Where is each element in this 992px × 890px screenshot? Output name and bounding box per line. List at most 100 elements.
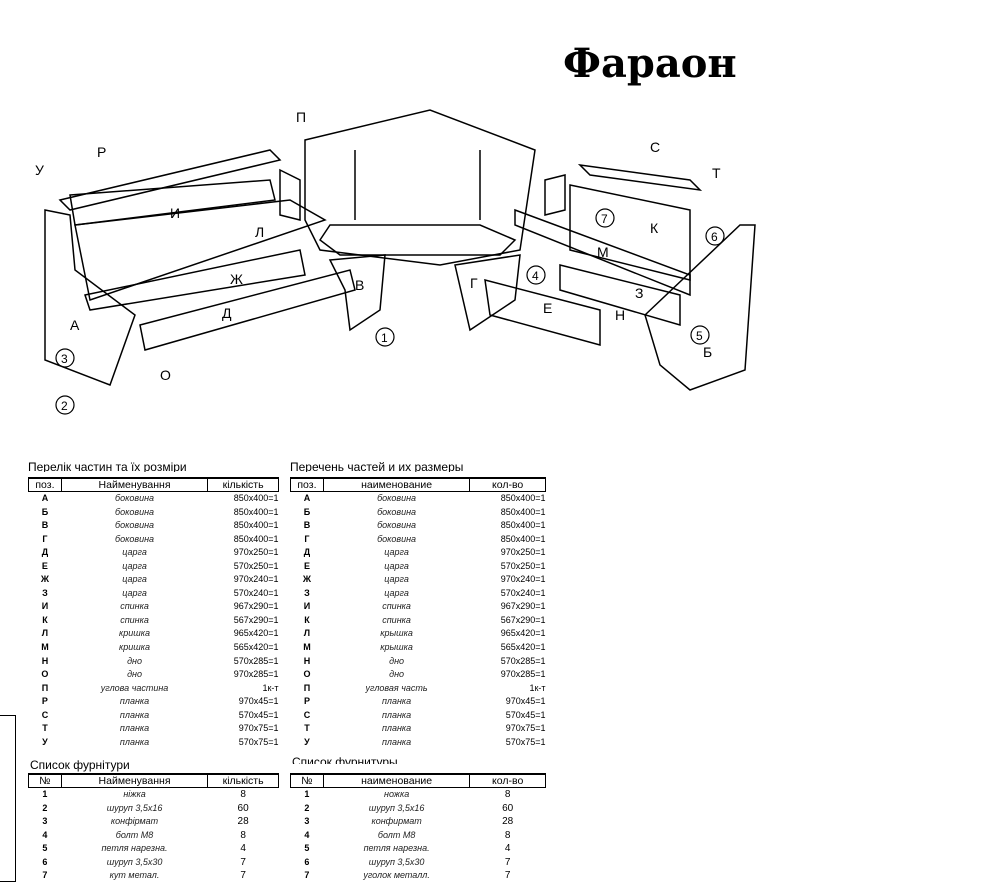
- strip-part-r: [58, 149, 282, 211]
- cell: угловая часть: [365, 682, 428, 693]
- cell: петля нарезна.: [363, 843, 430, 854]
- cell: боковина: [115, 520, 155, 531]
- cell: Н: [303, 655, 311, 666]
- cell: 970x240=1: [500, 574, 546, 585]
- cell: 570x285=1: [500, 655, 546, 666]
- cell: 3: [304, 816, 310, 827]
- label-b: Б: [703, 344, 712, 360]
- cell: 970x250=1: [233, 547, 279, 558]
- label-zh: Ж: [230, 271, 243, 287]
- cell: ножка: [384, 789, 410, 799]
- cell: кришка: [119, 642, 151, 653]
- cell: З: [304, 587, 310, 598]
- cell: дно: [127, 655, 143, 666]
- cell: 1: [42, 789, 48, 799]
- cell: Д: [41, 547, 49, 558]
- cell: 7: [240, 870, 246, 882]
- cell: 570x250=1: [233, 560, 279, 571]
- cell: Б: [41, 506, 49, 517]
- label-g: Г: [470, 275, 478, 291]
- cell: 570x45=1: [505, 709, 546, 720]
- label-v: В: [355, 277, 364, 293]
- label-k: К: [650, 220, 659, 236]
- strip-part-s: [577, 163, 703, 192]
- cell: 7: [504, 870, 511, 882]
- cell: И: [303, 601, 311, 612]
- cell: 570x45=1: [238, 709, 279, 720]
- cell: крышка: [380, 628, 413, 639]
- cell: спинка: [120, 601, 149, 612]
- cell: 8: [240, 829, 246, 841]
- cell: Г: [42, 533, 48, 544]
- cell: планка: [381, 709, 412, 720]
- cell: царга: [384, 574, 409, 585]
- cell: боковина: [377, 533, 417, 544]
- cell: И: [41, 601, 49, 612]
- cell: 8: [240, 789, 246, 800]
- column-header: кол-во: [469, 773, 546, 788]
- cell: 1к-т: [262, 682, 279, 693]
- cell: планка: [381, 696, 412, 707]
- label-z: З: [635, 285, 643, 301]
- cell: Р: [303, 696, 310, 707]
- cell: 570x240=1: [233, 587, 279, 598]
- cell: углова частина: [100, 682, 169, 693]
- cell: 565x420=1: [500, 642, 546, 653]
- cell: спинка: [382, 614, 411, 625]
- cell: боковина: [377, 493, 417, 503]
- cell: 570x240=1: [500, 587, 546, 598]
- cell: Н: [41, 655, 49, 666]
- cell: 570x250=1: [500, 560, 546, 571]
- label-p: П: [296, 109, 306, 125]
- num-4: 4: [532, 269, 539, 283]
- label-d: Д: [222, 305, 232, 321]
- cell: П: [303, 682, 311, 693]
- cell: 4: [304, 829, 310, 840]
- cell: 2: [42, 802, 48, 813]
- label-a: А: [70, 317, 80, 333]
- cell: 5: [304, 843, 310, 854]
- cell: 970x285=1: [500, 669, 546, 680]
- num-5: 5: [696, 329, 703, 343]
- cell: царга: [384, 560, 409, 571]
- cell: П: [41, 682, 49, 693]
- label-t: Т: [712, 165, 721, 181]
- cell: Л: [303, 628, 311, 639]
- cell: царга: [122, 560, 147, 571]
- cell: Т: [42, 723, 48, 734]
- cell: 7: [304, 870, 310, 881]
- hw-ua-heading: Список фурнітури: [30, 759, 130, 772]
- cell: 970x250=1: [500, 547, 546, 558]
- cell: 5: [42, 843, 48, 854]
- side-frame: [0, 715, 16, 882]
- cell: 60: [502, 802, 514, 814]
- cell: Д: [303, 547, 311, 558]
- num-7: 7: [601, 212, 608, 226]
